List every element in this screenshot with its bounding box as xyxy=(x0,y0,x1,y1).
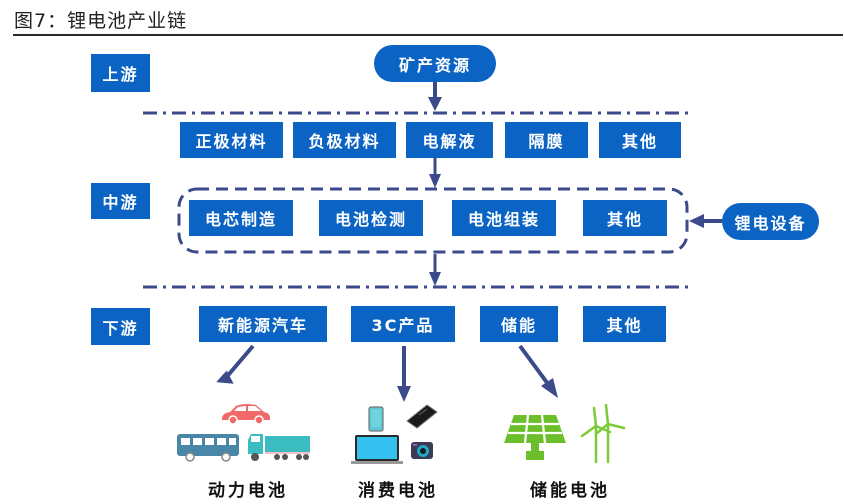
stage-midstream: 中游 xyxy=(91,183,150,219)
bus-icon xyxy=(177,434,239,462)
title-divider xyxy=(13,34,843,36)
battery-type-storage: 储能电池 xyxy=(530,481,610,501)
figure-title: 图7：锂电池产业链 xyxy=(14,10,188,32)
phone-icon xyxy=(368,406,384,432)
upstream-item-cathode: 正极材料 xyxy=(180,122,283,158)
arrow-3c-to-consumer-battery xyxy=(397,346,411,402)
downstream-item-other: 其他 xyxy=(583,306,666,342)
arrow-storage-to-storage-battery xyxy=(518,344,558,398)
midstream-item-battery-testing: 电池检测 xyxy=(319,200,423,236)
mineral-resources-node: 矿产资源 xyxy=(374,45,496,82)
downstream-item-3c-products: 3C产品 xyxy=(351,306,455,342)
stage-downstream: 下游 xyxy=(91,308,150,345)
solar-panel-icon xyxy=(504,414,566,460)
car-icon xyxy=(222,404,270,425)
upstream-item-anode: 负极材料 xyxy=(293,122,396,158)
arrow-midstream-to-downstream xyxy=(429,254,441,286)
midstream-frame xyxy=(177,187,689,254)
arrow-upstream-to-midstream xyxy=(429,158,441,188)
arrow-equipment-to-midstream xyxy=(689,214,722,228)
downstream-item-nev: 新能源汽车 xyxy=(199,306,327,342)
midstream-item-battery-assembly: 电池组装 xyxy=(452,200,556,236)
midstream-item-other: 其他 xyxy=(583,200,667,236)
laptop-icon xyxy=(351,435,403,464)
downstream-item-energy-storage: 储能 xyxy=(480,306,558,342)
midstream-item-cell-manufacturing: 电芯制造 xyxy=(189,200,293,236)
power-bank-icon xyxy=(406,404,438,429)
truck-icon xyxy=(248,434,310,461)
arrow-ev-to-power-battery xyxy=(216,344,255,384)
upstream-item-electrolyte: 电解液 xyxy=(406,122,493,158)
battery-type-power: 动力电池 xyxy=(208,481,288,501)
camera-icon xyxy=(411,442,433,459)
upstream-item-separator: 隔膜 xyxy=(505,122,588,158)
arrow-resources-to-upstream xyxy=(428,82,442,111)
wind-turbine-icon xyxy=(580,404,626,464)
lithium-equipment-node: 锂电设备 xyxy=(722,203,819,240)
battery-type-consumer: 消费电池 xyxy=(358,481,438,501)
upstream-item-other: 其他 xyxy=(599,122,681,158)
stage-upstream: 上游 xyxy=(91,54,150,92)
